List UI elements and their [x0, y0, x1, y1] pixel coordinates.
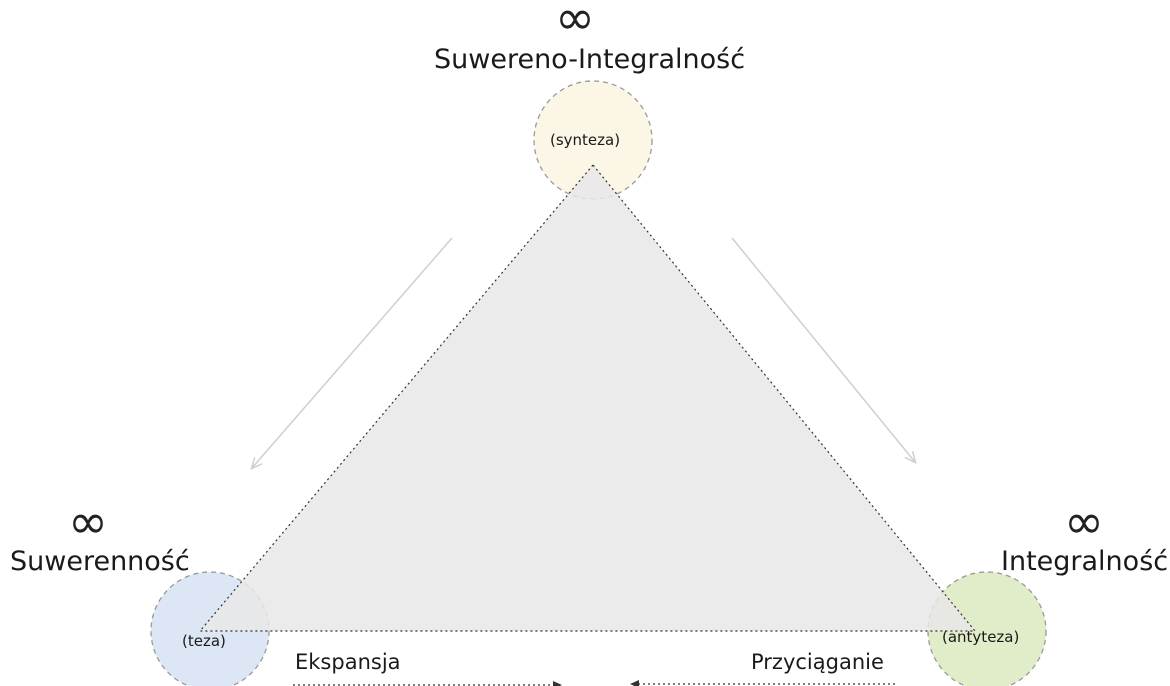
synthesis-label: (synteza) [550, 131, 621, 149]
right-side-arrow [731, 237, 915, 462]
thesis-title: Suwerenność [10, 546, 190, 577]
antithesis-circle [927, 571, 1047, 686]
left-side-arrow [252, 237, 453, 468]
synthesis-title: Suwereno-Integralność [434, 44, 746, 75]
infinity-icon: ∞ [1064, 494, 1104, 550]
infinity-icon: ∞ [68, 494, 108, 550]
antithesis-label: (antyteza) [942, 628, 1020, 646]
expansion-label: Ekspansja [295, 650, 401, 674]
attraction-label: Przyciąganie [751, 650, 884, 674]
antithesis-title: Integralność [1001, 546, 1169, 577]
dialectic-triangle [198, 164, 977, 632]
thesis-label: (teza) [182, 632, 226, 650]
infinity-icon: ∞ [555, 0, 595, 46]
